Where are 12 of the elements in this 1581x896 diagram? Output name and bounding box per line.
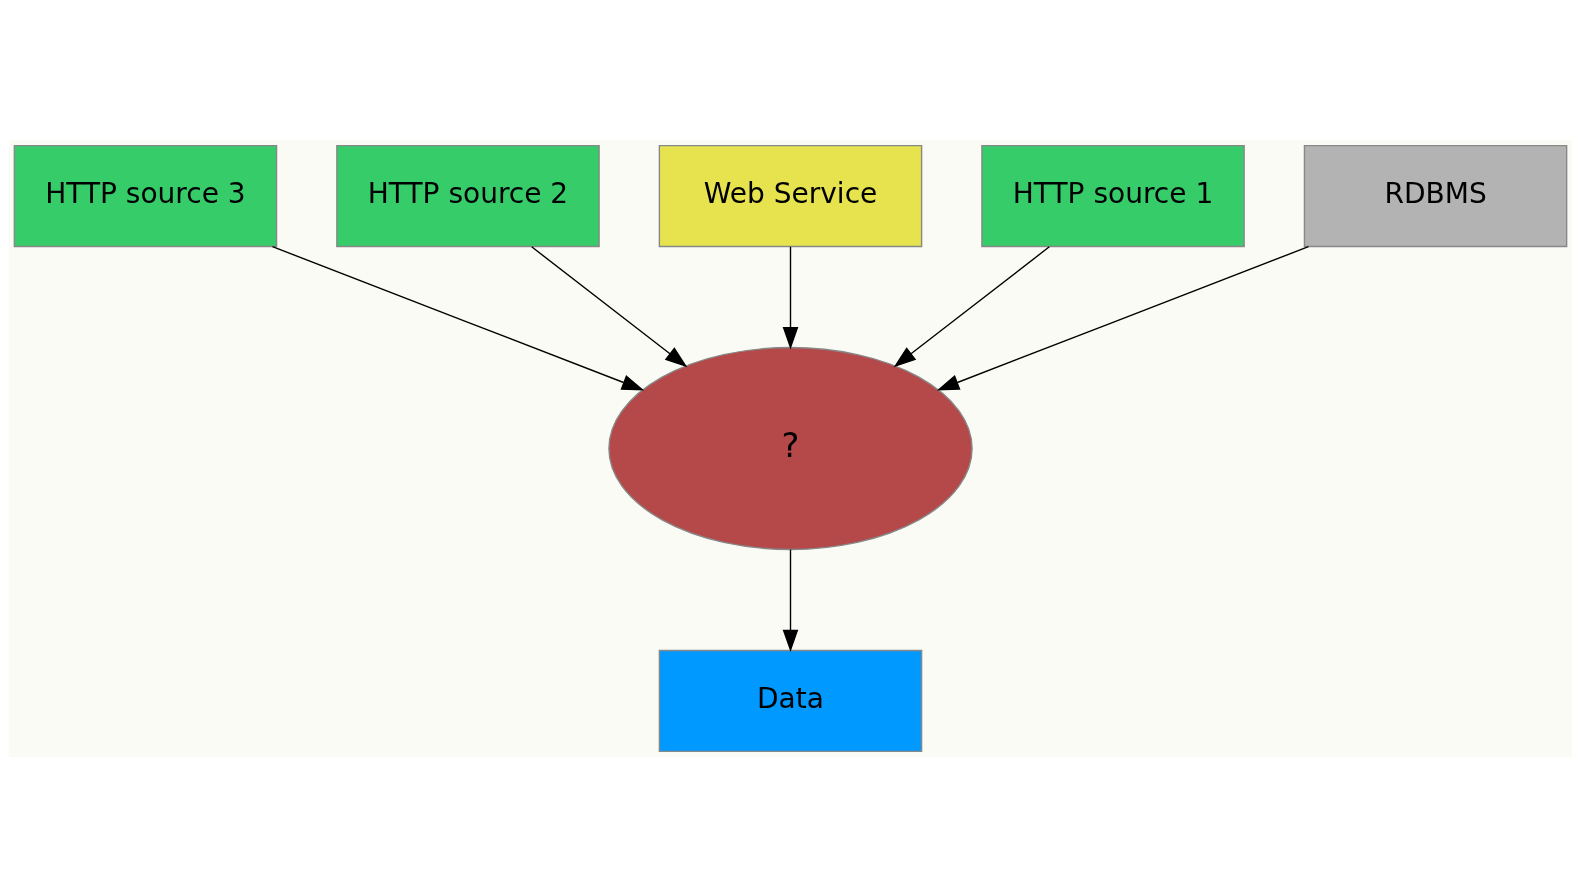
arrow <box>531 245 688 367</box>
node-box: Web Service <box>658 144 923 247</box>
arrow <box>782 245 799 349</box>
arrow <box>936 245 1310 390</box>
node-box: HTTP source 2 <box>336 144 600 247</box>
node-box: RDBMS <box>1303 144 1568 247</box>
node-box: HTTP source 3 <box>13 144 278 247</box>
node-box: Data <box>658 649 923 752</box>
node-box: HTTP source 1 <box>981 144 1245 247</box>
arrow <box>893 245 1050 367</box>
arrow <box>782 548 799 652</box>
arrow <box>271 245 645 390</box>
